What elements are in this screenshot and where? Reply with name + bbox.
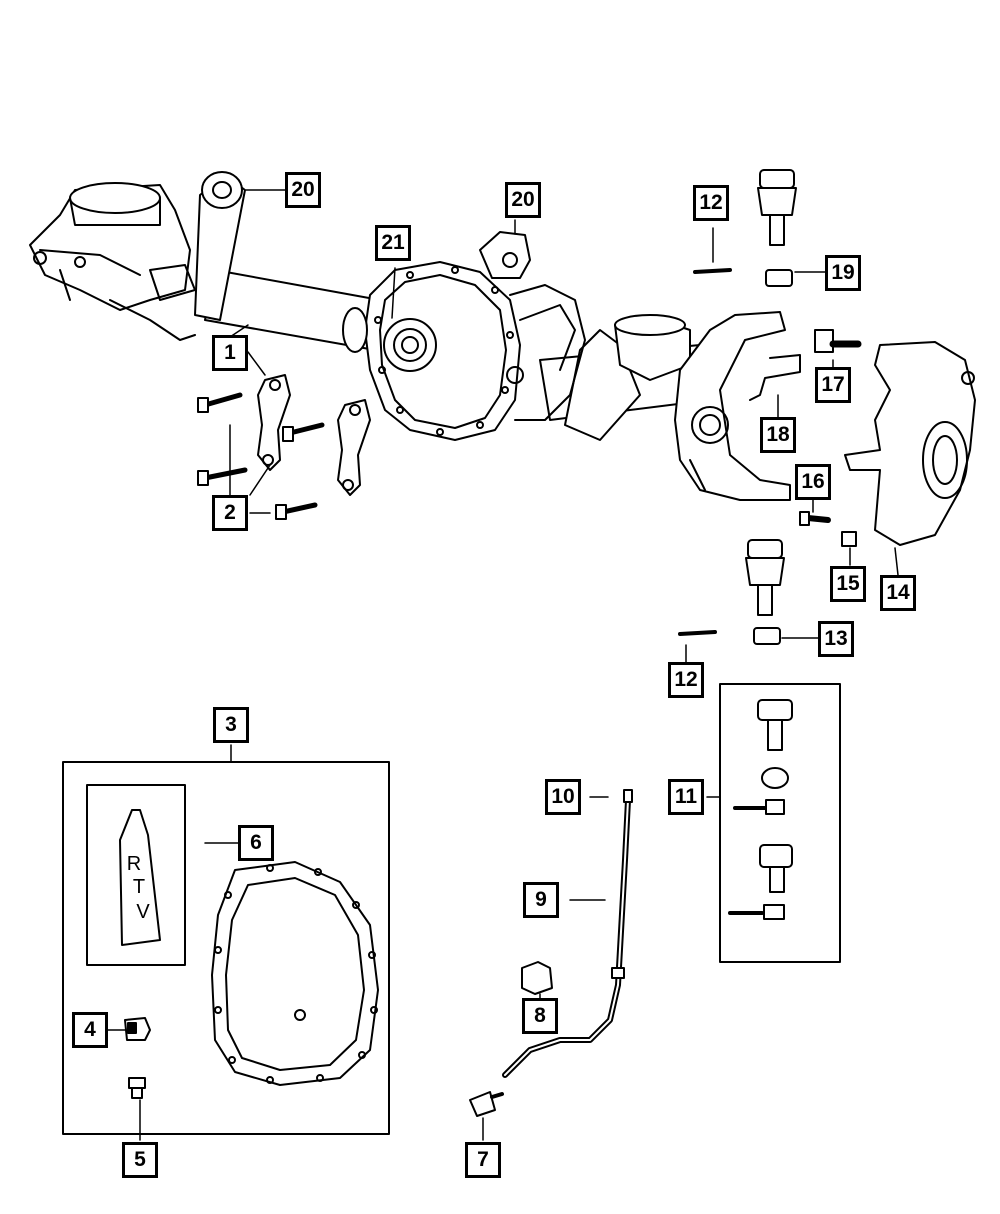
callout-20-right: 20 [505,182,541,218]
callout-21: 21 [375,225,411,261]
callout-17: 17 [815,367,851,403]
axle-housing [29,182,791,501]
ball-joint-upper [757,169,797,287]
callout-6: 6 [238,825,274,861]
callout-4: 4 [72,1012,108,1048]
callout-14: 14 [880,575,916,611]
cap-bolts [197,392,325,520]
vent-fitting-7 [469,1091,504,1117]
clip-8 [521,961,553,995]
callout-11: 11 [668,779,704,815]
adjuster-sleeve-bolt [814,329,862,353]
callout-15: 15 [830,566,866,602]
cover-kit-box [62,761,390,1135]
callout-13: 13 [818,621,854,657]
callout-12-upper: 12 [693,185,729,221]
rtv-letter-v: V [136,901,150,923]
callout-3: 3 [213,707,249,743]
callout-20-left: 20 [285,172,321,208]
ball-joint-kit-box [719,683,841,963]
ball-joint-lower [745,539,785,645]
leader-lines [107,189,899,1141]
bolt-16 [799,511,831,526]
callout-8: 8 [522,998,558,1034]
callout-7: 7 [465,1142,501,1178]
callout-18: 18 [760,417,796,453]
cotter-pin-lower [678,630,717,636]
rtv-letter-t: T [133,876,145,898]
bracket-18 [749,354,801,401]
steering-knuckle [844,341,976,546]
vent-tube [502,789,633,1078]
rtv-letter-r: R [127,853,141,875]
callout-9: 9 [523,882,559,918]
control-arm-link [194,171,246,321]
nut-15 [841,531,857,547]
callout-2: 2 [212,495,248,531]
callout-5: 5 [122,1142,158,1178]
cotter-pin-upper [693,268,732,274]
callout-16: 16 [795,464,831,500]
callout-12-lower: 12 [668,662,704,698]
callout-19: 19 [825,255,861,291]
bearing-caps [257,374,371,496]
callout-10: 10 [545,779,581,815]
callout-1: 1 [212,335,248,371]
differential-housing [342,231,586,441]
